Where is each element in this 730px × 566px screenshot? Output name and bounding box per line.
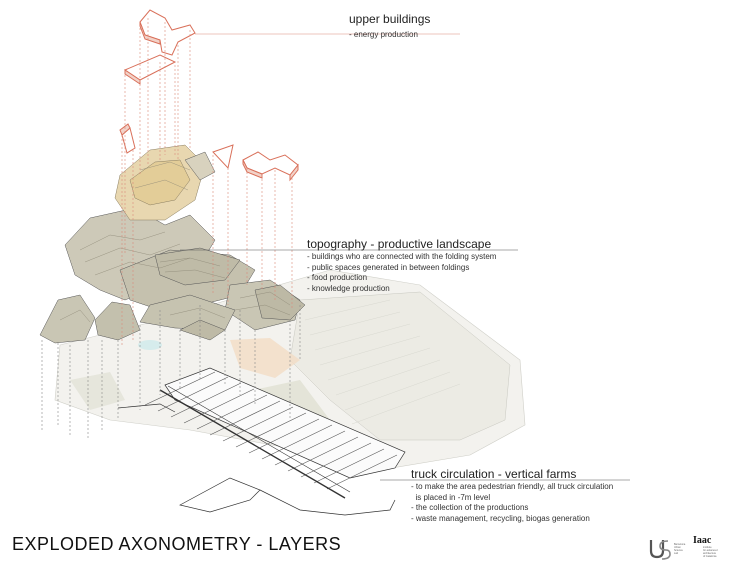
iaac-mark: Iaac	[693, 535, 712, 546]
truck-circulation-notes: - to make the area pedestrian friendly, …	[411, 482, 613, 524]
logo-text-line: Science	[674, 549, 683, 552]
ubs-logo-mark	[649, 540, 671, 560]
note-line: - food production	[307, 273, 368, 282]
upper-buildings-title: upper buildings	[349, 12, 431, 26]
truck-circulation-title: truck circulation - vertical farms	[411, 467, 577, 481]
upper-buildings-layer	[119, 9, 299, 182]
note-line: - energy production	[349, 30, 418, 39]
logo-text-line: of Catalonia	[703, 555, 717, 558]
logo-text-line: Barcelona	[674, 543, 686, 546]
note-line: is placed in -7m level	[411, 492, 491, 502]
logo-text-line: Urban	[674, 546, 681, 549]
truck-circulation-layer	[117, 367, 406, 516]
upper-buildings-notes: - energy production	[349, 30, 418, 41]
logo-text-line: Lab	[674, 552, 679, 555]
note-line: - waste management, recycling, biogas ge…	[411, 513, 590, 523]
note-line: - to make the area pedestrian friendly, …	[411, 482, 614, 491]
note-line: - the collection of the productions	[411, 503, 529, 512]
logo-text-line: for advanced	[703, 549, 718, 552]
topography-notes: - buildings who are connected with the f…	[307, 252, 496, 294]
label-leaders	[180, 33, 630, 481]
note-line: - knowledge production	[307, 283, 390, 293]
logo-text-line: institute	[703, 546, 712, 549]
note-line: - public spaces generated in between fol…	[307, 262, 470, 272]
topography-layer	[39, 144, 306, 344]
page-title: EXPLODED AXONOMETRY - LAYERS	[12, 534, 342, 554]
barcelona-urban-science-lab-logo: Barcelona Urban Science Lab	[648, 537, 690, 561]
logo-text-line: architecture	[703, 552, 717, 555]
topography-title: topography - productive landscape	[307, 237, 492, 251]
iaac-logo: Iaac institute for advanced architecture…	[693, 535, 725, 561]
note-line: - buildings who are connected with the f…	[307, 252, 497, 261]
projection-lines	[41, 18, 301, 440]
